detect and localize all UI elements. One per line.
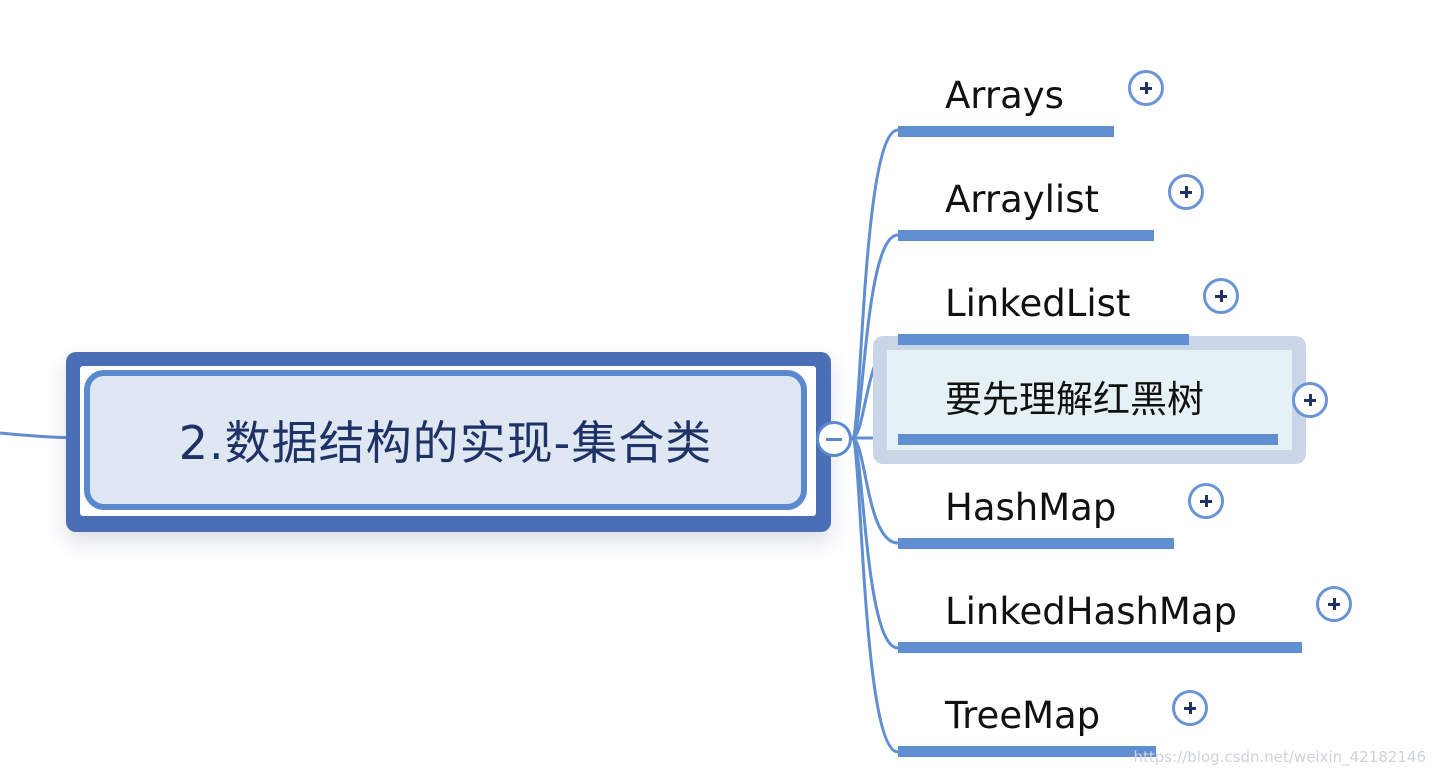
branch-label: TreeMap — [945, 694, 1101, 737]
branch-node-hashmap[interactable]: HashMap — [898, 488, 1174, 528]
branch-underline — [898, 642, 1302, 653]
plus-circle-icon[interactable] — [1172, 690, 1208, 726]
branch-underline — [898, 126, 1114, 137]
plus-circle-icon[interactable] — [1316, 586, 1352, 622]
watermark: https://blog.csdn.net/weixin_42182146 — [1133, 748, 1426, 766]
branch-label: Arrays — [945, 74, 1064, 117]
branch-node-linkedlist[interactable]: LinkedList — [898, 284, 1189, 324]
branch-label: HashMap — [945, 486, 1117, 529]
branch-label: 要先理解红黑树 — [945, 378, 1204, 421]
branch-node-red-black-tree[interactable]: 要先理解红黑树 — [898, 380, 1278, 420]
branch-label: LinkedHashMap — [945, 590, 1238, 633]
branch-node-arraylist[interactable]: Arraylist — [898, 180, 1154, 220]
branch-underline — [898, 434, 1278, 445]
plus-circle-icon[interactable] — [1168, 174, 1204, 210]
branch-underline — [898, 230, 1154, 241]
branch-underline — [898, 334, 1189, 345]
central-topic-label: 2.数据结构的实现-集合类 — [178, 416, 713, 470]
connector-arraylist — [850, 233, 899, 440]
plus-circle-icon[interactable] — [1128, 70, 1164, 106]
plus-circle-icon[interactable] — [1292, 382, 1328, 418]
central-topic[interactable]: 2.数据结构的实现-集合类 — [84, 370, 807, 510]
plus-circle-icon[interactable] — [1203, 278, 1239, 314]
selection-fill — [887, 350, 1292, 450]
connector-hashmap — [851, 436, 899, 545]
branch-underline — [898, 746, 1156, 757]
connector-treemap — [850, 436, 899, 754]
connector-linkedhashmap — [850, 436, 899, 650]
branch-node-linkedhashmap[interactable]: LinkedHashMap — [898, 592, 1302, 632]
minus-circle-icon[interactable] — [816, 421, 852, 457]
branch-label: Arraylist — [945, 178, 1099, 221]
branch-node-treemap[interactable]: TreeMap — [898, 696, 1156, 736]
branch-label: LinkedList — [945, 282, 1131, 325]
branch-node-arrays[interactable]: Arrays — [898, 76, 1114, 116]
connector-arrays — [850, 128, 899, 440]
branch-underline — [898, 538, 1174, 549]
plus-circle-icon[interactable] — [1188, 483, 1224, 519]
